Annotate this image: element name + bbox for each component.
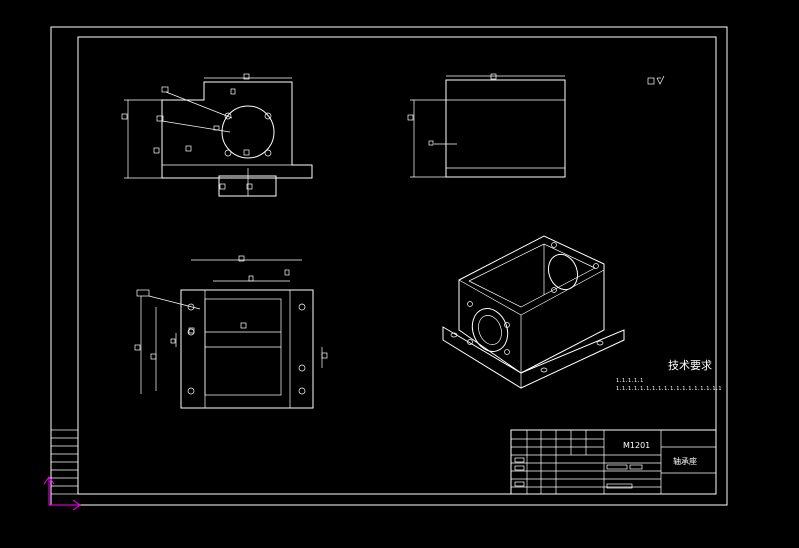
ucs-axis-icon [43, 476, 81, 511]
tech-requirement-line-2: 1.1.1.1.1.1.1.1.1.1.1.1.1.1.1.1.1.1 [616, 386, 721, 392]
title-block: M1201 轴承座 [510, 429, 717, 495]
outer-frame [50, 26, 728, 506]
margin-revision-table [50, 429, 79, 495]
side-view [407, 73, 566, 178]
front-view [121, 73, 313, 197]
isometric-view [442, 235, 625, 389]
inner-frame [77, 36, 717, 495]
tech-requirement-line-1: 1.1.1.1.1 [616, 378, 643, 384]
title-block-part-code: M1201 [623, 441, 650, 450]
title-block-part-name: 轴承座 [673, 456, 697, 466]
tech-requirements-title: 技术要求 [668, 359, 712, 372]
technical-requirements: 技术要求 1.1.1.1.1 1.1.1.1.1.1.1.1.1.1.1.1.1… [616, 359, 721, 392]
surface-roughness-symbol [647, 75, 665, 85]
top-view [134, 255, 328, 409]
